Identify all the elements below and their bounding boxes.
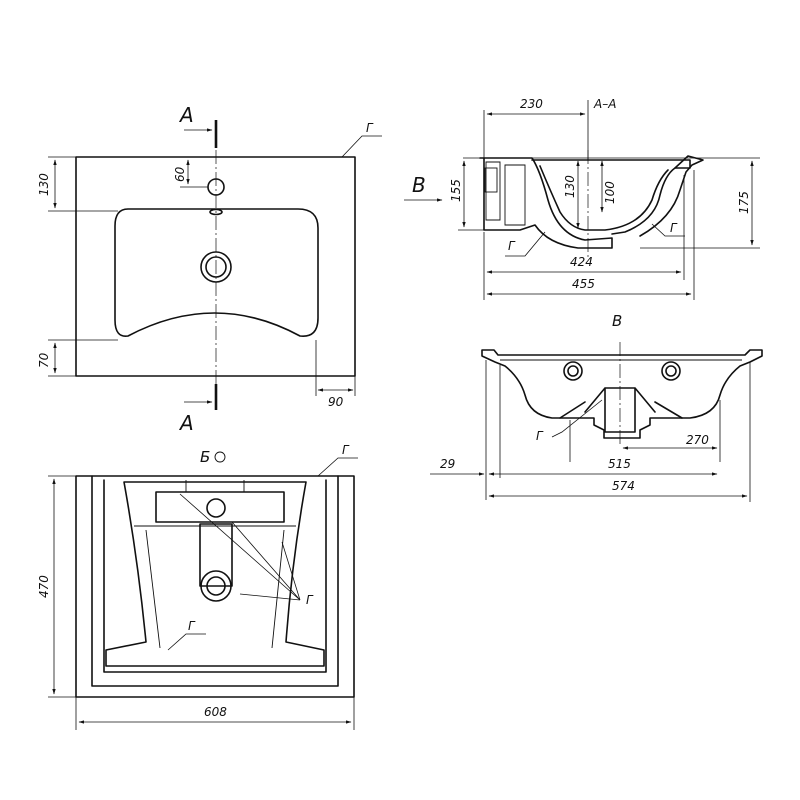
back-view: B 270 515 29 574 Г	[430, 312, 763, 502]
dim-text-270: 270	[686, 433, 709, 447]
underside-drain-inner	[206, 576, 226, 596]
dim-text-515: 515	[608, 457, 631, 471]
bottom-view: Б Г Г Г 470 608	[37, 443, 358, 730]
dim-text-90: 90	[328, 395, 344, 409]
dim-text-424: 424	[570, 255, 593, 269]
dim-text-29: 29	[440, 457, 455, 471]
dim-text-130: 130	[37, 173, 51, 196]
back-view-outline	[481, 349, 763, 439]
glaze-mark-top: Г	[366, 121, 374, 135]
section-title: A–A	[593, 97, 616, 111]
view-label-b-mark	[214, 451, 226, 463]
underside-tap-hole	[206, 498, 226, 518]
glaze-leader-section-right	[651, 223, 685, 237]
view-label-b-cyr: Б	[200, 448, 210, 466]
tap-hole-left-outer	[563, 361, 583, 381]
underside-drain-outer	[200, 570, 232, 602]
glaze-leader-top	[341, 135, 382, 158]
underside-step-1	[91, 475, 339, 687]
back-view-drain	[559, 387, 683, 433]
section-profile-outer	[479, 157, 613, 249]
glaze-mark-bottom-right: Г	[306, 593, 314, 607]
dim-text-60: 60	[173, 166, 187, 182]
glaze-mark-back: Г	[536, 429, 544, 443]
dim-text-155: 155	[449, 179, 463, 202]
glaze-mark-bottom-top: Г	[342, 443, 350, 457]
dim-text-175: 175	[737, 191, 751, 214]
glaze-leader-back	[551, 399, 603, 438]
dim-text-470: 470	[37, 575, 51, 598]
underside-outline	[75, 475, 355, 698]
glaze-mark-bottom-inner: Г	[188, 619, 196, 633]
bowl-outline	[114, 208, 319, 337]
top-view: A A Г 130 60 70 90	[37, 103, 382, 435]
underside-overflow-channel	[155, 491, 285, 523]
underside-drain-channel	[199, 523, 233, 587]
dim-text-455: 455	[572, 277, 595, 291]
underside-bowl	[105, 481, 325, 667]
back-view-title: B	[612, 312, 622, 330]
overflow-slot	[209, 208, 223, 216]
section-label-top: A	[178, 103, 194, 127]
basin-outline-top	[75, 156, 356, 377]
glaze-leader-bottom-top	[317, 457, 358, 477]
tap-hole-right-outer	[661, 361, 681, 381]
glaze-mark-section-left: Г	[508, 239, 516, 253]
section-left-wall	[485, 161, 526, 226]
section-label-bottom: A	[178, 411, 194, 435]
tap-hole-right-inner	[665, 365, 677, 377]
underside-overflow-top	[185, 480, 245, 492]
underside-bowl-inner	[134, 525, 296, 649]
underside-step-2	[103, 479, 327, 673]
glaze-mark-section-right: Г	[670, 221, 678, 235]
dim-text-130-sec: 130	[563, 175, 577, 198]
dim-text-608: 608	[204, 705, 227, 719]
glaze-leader-section-left	[505, 231, 546, 257]
section-overflow	[484, 167, 498, 193]
tap-hole-left-inner	[567, 365, 579, 377]
dim-text-230: 230	[520, 97, 543, 111]
dim-text-100: 100	[603, 181, 617, 204]
glaze-leader-bottom-right	[179, 493, 301, 601]
section-view: A–A 230 B 155 130 100 175	[404, 97, 760, 300]
section-rim-right	[639, 155, 704, 237]
section-bowl-inner	[539, 165, 669, 231]
glaze-leader-bottom-inner	[167, 633, 206, 651]
view-arrow-b-label: B	[412, 173, 426, 197]
dim-text-574: 574	[612, 479, 635, 493]
dim-text-70: 70	[37, 352, 51, 368]
